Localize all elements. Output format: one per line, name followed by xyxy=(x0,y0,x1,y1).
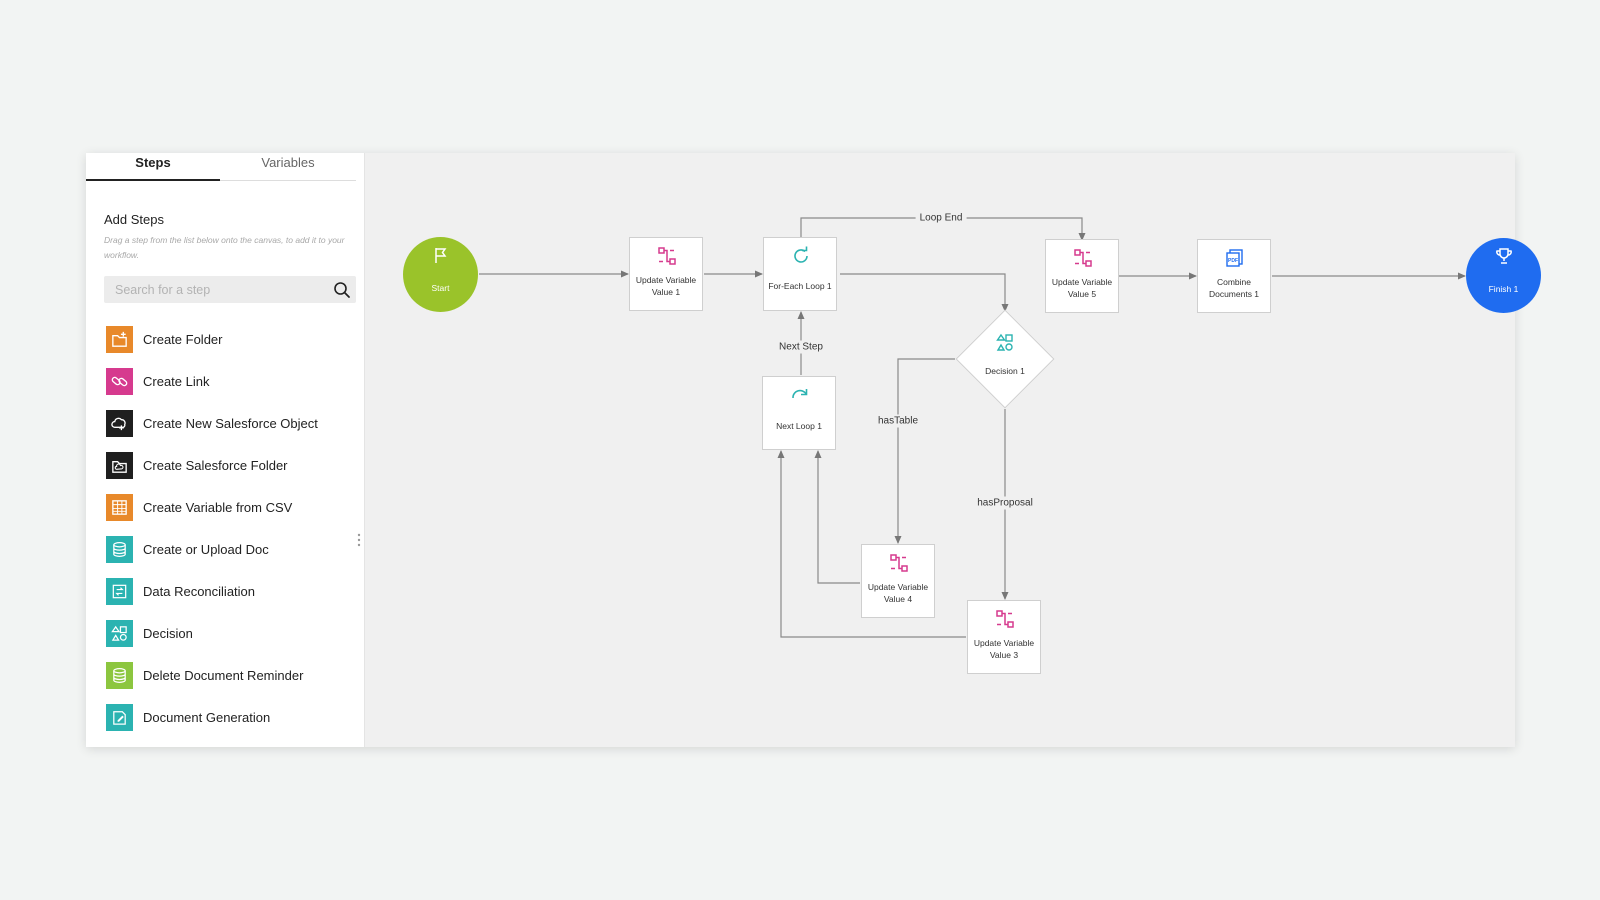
decision-shapes-icon xyxy=(106,620,133,647)
node-label: Update Variable Value 3 xyxy=(973,638,1035,660)
variable-icon xyxy=(1074,249,1092,267)
node-update-variable-value-1[interactable]: Update Variable Value 1 xyxy=(629,237,703,311)
step-label: Document Generation xyxy=(143,710,271,725)
tab-steps[interactable]: Steps xyxy=(86,153,220,181)
step-label: Create New Salesforce Object xyxy=(143,416,318,431)
edge-label-has-proposal: hasProposal xyxy=(973,496,1037,510)
step-label: Decision xyxy=(143,626,193,641)
resize-handle-icon[interactable] xyxy=(357,532,361,548)
database-icon xyxy=(106,536,133,563)
step-label: Create Variable from CSV xyxy=(143,500,293,515)
tab-variables[interactable]: Variables xyxy=(261,155,315,170)
node-label: Combine Documents 1 xyxy=(1208,277,1260,299)
sidebar: Steps Variables Add Steps Drag a step fr… xyxy=(86,153,365,747)
connector-lines xyxy=(479,217,1466,638)
node-label: Start xyxy=(431,283,450,293)
node-combine-documents-1[interactable]: PDF Combine Documents 1 xyxy=(1197,239,1271,313)
variable-icon xyxy=(658,247,676,265)
step-label: Create Folder xyxy=(143,332,223,347)
variable-icon xyxy=(996,610,1014,628)
reconcile-icon xyxy=(106,578,133,605)
node-finish-1[interactable]: Finish 1 xyxy=(1466,238,1541,313)
edge-label-has-table: hasTable xyxy=(873,414,923,428)
workflow-canvas[interactable]: Loop End Next Step hasTable hasProposal … xyxy=(365,153,1541,747)
node-update-variable-value-3[interactable]: Update Variable Value 3 xyxy=(967,600,1041,674)
salesforce-folder-icon xyxy=(106,452,133,479)
folder-plus-icon xyxy=(106,326,133,353)
salesforce-cloud-icon xyxy=(106,410,133,437)
node-label: Next Loop 1 xyxy=(776,421,822,431)
node-label: Update Variable Value 1 xyxy=(635,275,697,297)
link-icon xyxy=(106,368,133,395)
workflow-editor: Steps Variables Add Steps Drag a step fr… xyxy=(86,153,1541,747)
step-label: Create or Upload Doc xyxy=(143,542,269,557)
document-edit-icon xyxy=(106,704,133,731)
loop-icon xyxy=(794,246,808,263)
pdf-icon: PDF xyxy=(1226,249,1243,267)
add-steps-title: Add Steps xyxy=(104,212,164,227)
step-label: Data Reconciliation xyxy=(143,584,256,599)
trophy-icon xyxy=(1496,248,1512,264)
node-start[interactable]: Start xyxy=(403,237,478,312)
search-icon[interactable] xyxy=(333,281,351,299)
node-label: For-Each Loop 1 xyxy=(768,281,832,291)
node-label: Update Variable Value 4 xyxy=(867,582,929,604)
variable-icon xyxy=(890,554,908,572)
sidebar-tabs: Steps Variables xyxy=(86,153,356,181)
csv-table-icon xyxy=(106,494,133,521)
flag-icon xyxy=(435,248,447,263)
node-label: Update Variable Value 5 xyxy=(1051,277,1113,299)
search-input[interactable] xyxy=(104,276,356,303)
step-label: Delete Document Reminder xyxy=(143,668,304,683)
edge-label-loop-end: Loop End xyxy=(915,211,967,225)
redo-icon xyxy=(792,389,808,399)
node-next-loop-1[interactable]: Next Loop 1 xyxy=(762,376,836,450)
add-steps-description: Drag a step from the list below onto the… xyxy=(104,235,345,260)
node-for-each-loop-1[interactable]: For-Each Loop 1 xyxy=(763,237,837,311)
database-icon xyxy=(106,662,133,689)
step-label: Create Salesforce Folder xyxy=(143,458,288,473)
node-update-variable-value-4[interactable]: Update Variable Value 4 xyxy=(861,544,935,618)
edge-label-next-step: Next Step xyxy=(775,340,827,354)
svg-text:PDF: PDF xyxy=(1228,258,1238,264)
node-label: Finish 1 xyxy=(1488,284,1519,294)
node-update-variable-value-5[interactable]: Update Variable Value 5 xyxy=(1045,239,1119,313)
step-label: Create Link xyxy=(143,374,210,389)
